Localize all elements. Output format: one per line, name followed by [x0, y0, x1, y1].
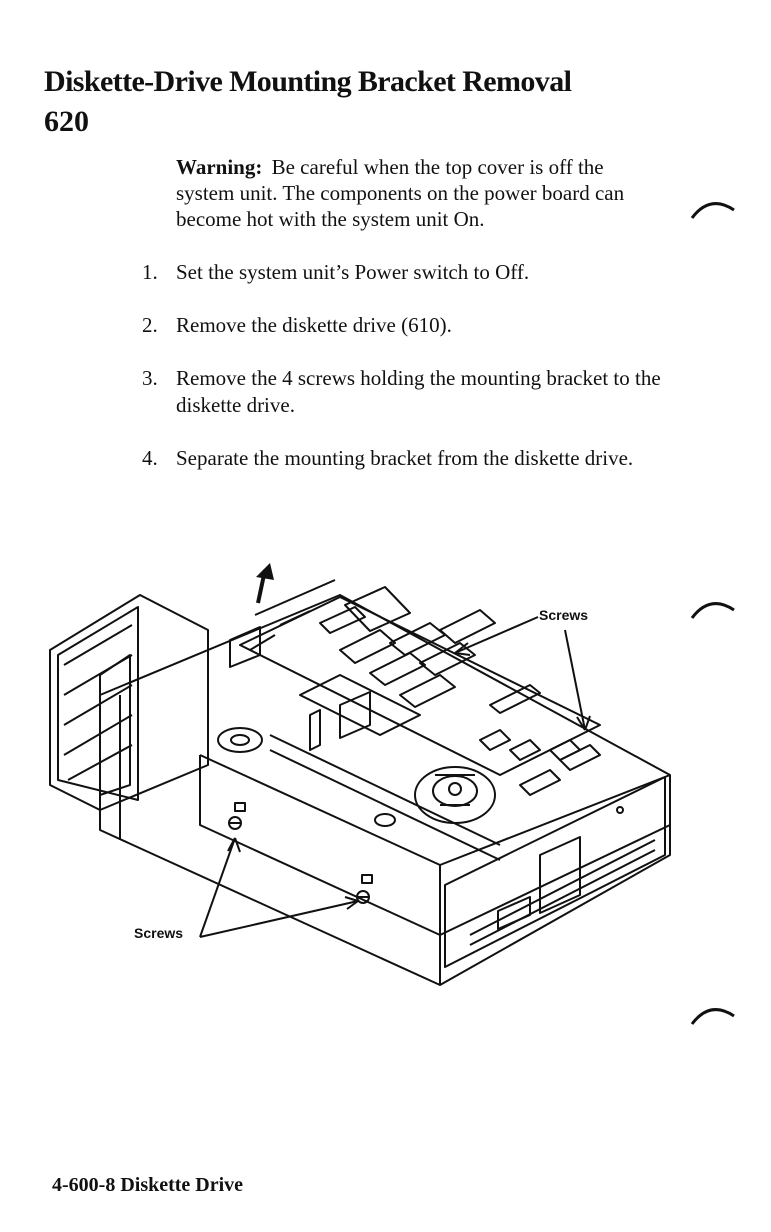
direction-arrow-icon [256, 563, 274, 604]
step-1: 1. Set the system unit’s Power switch to… [142, 259, 666, 286]
fan-assembly [49, 594, 209, 811]
page-tab-mark-icon [690, 202, 735, 219]
step-text: Remove the 4 screws holding the mounting… [176, 366, 661, 417]
step-number: 3. [142, 366, 158, 390]
step-2: 2. Remove the diskette drive (610). [142, 312, 666, 339]
warning-text: Be careful when the top cover is off the… [176, 155, 625, 231]
screws-bottom-callout [199, 837, 359, 938]
step-number: 1. [142, 260, 158, 284]
step-number: 2. [142, 313, 158, 337]
page-tab-mark-icon [690, 1008, 735, 1025]
step-4: 4. Separate the mounting bracket from th… [142, 445, 666, 472]
circuit-board [229, 579, 601, 796]
screws-label-top: Screws [539, 607, 589, 623]
page-tab-mark-icon [690, 602, 735, 619]
step-text: Set the system unit’s Power switch to Of… [176, 260, 530, 284]
spindle-hub [414, 766, 496, 824]
warning-note: Warning: Be careful when the top cover i… [176, 154, 656, 232]
screws-label-bottom: Screws [134, 925, 184, 941]
section-number: 620 [44, 105, 89, 138]
drive-chassis [99, 594, 671, 986]
step-3: 3. Remove the 4 screws holding the mount… [142, 365, 666, 419]
head-carriage [217, 674, 501, 861]
diskette-drive-illustration [49, 563, 671, 986]
step-number: 4. [142, 446, 158, 470]
page-footer: 4-600-8 Diskette Drive [52, 1174, 244, 1196]
step-text: Separate the mounting bracket from the d… [176, 446, 634, 470]
page-title: Diskette-Drive Mounting Bracket Removal [44, 65, 572, 98]
step-text: Remove the diskette drive (610). [176, 313, 452, 337]
front-bezel [444, 776, 666, 968]
screws-top-callout [454, 616, 591, 731]
side-screw-holes [228, 802, 373, 904]
warning-label: Warning: [176, 155, 263, 179]
